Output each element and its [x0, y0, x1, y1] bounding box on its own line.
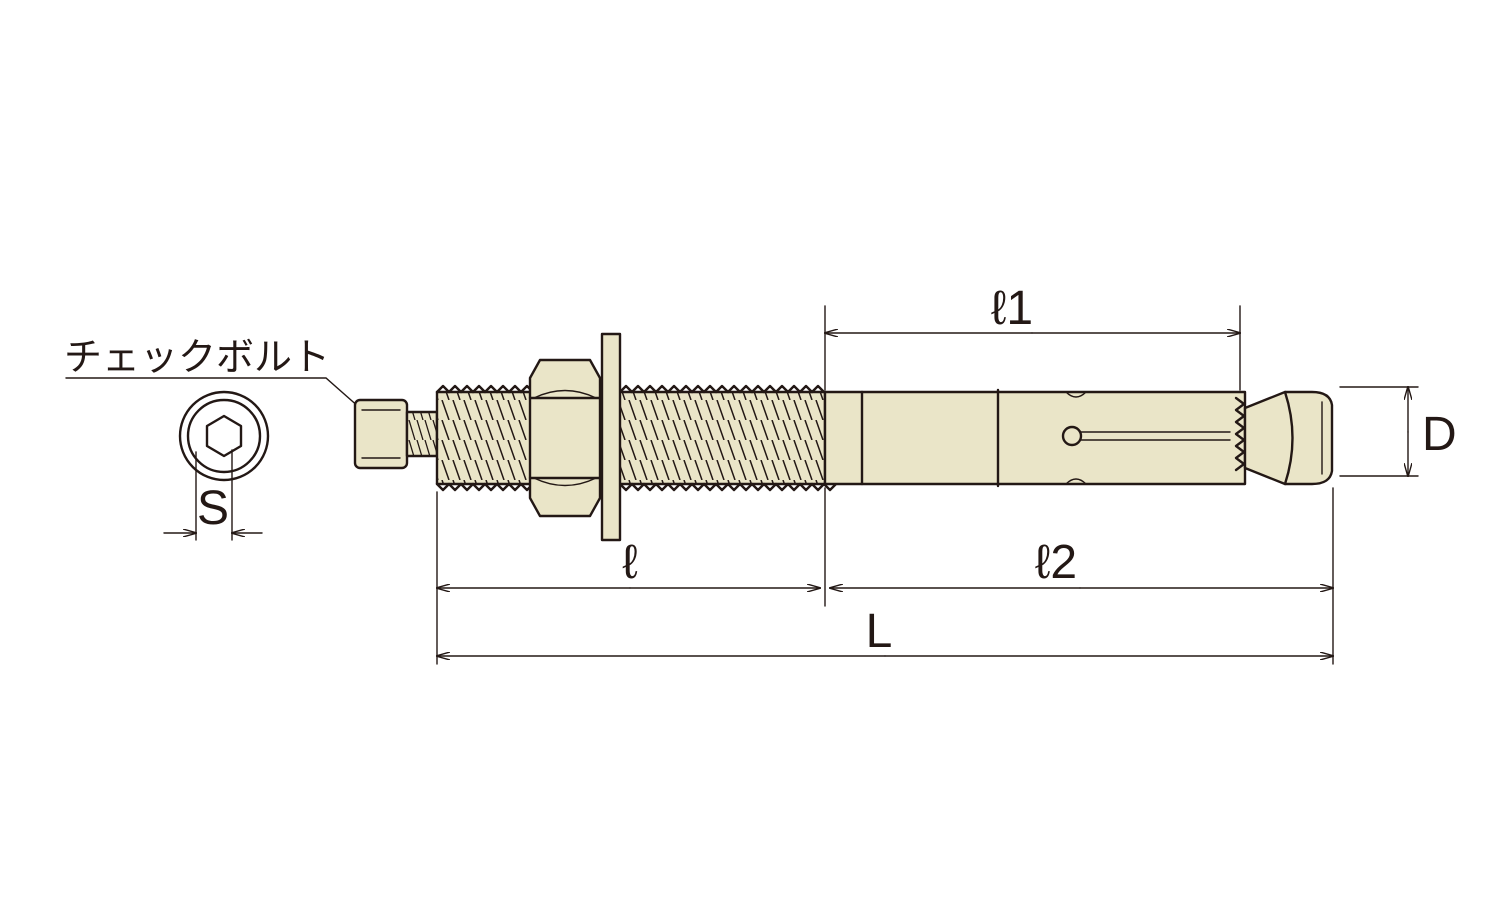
dimension-label-ell: ℓ	[622, 536, 638, 589]
dimension-d	[1339, 387, 1419, 476]
hex-socket-end-view	[163, 390, 270, 541]
expansion-sleeve	[823, 388, 1247, 488]
dimension-ell-ell2	[437, 487, 1333, 665]
washer	[600, 332, 622, 542]
dimension-label-ell2: ℓ2	[1035, 536, 1077, 589]
dimension-label-d: D	[1422, 408, 1457, 461]
expansion-cone	[1243, 390, 1334, 486]
check-bolt-label: チェックボルト	[64, 335, 330, 379]
check-bolt-leader	[65, 377, 361, 409]
dimension-label-s: S	[197, 482, 229, 535]
dimension-ell1	[825, 305, 1240, 391]
hex-nut	[528, 358, 602, 518]
dimension-label-l: L	[866, 605, 893, 658]
dimension-label-ell1: ℓ1	[991, 282, 1033, 335]
threaded-rod	[435, 384, 838, 492]
check-bolt	[353, 398, 439, 470]
